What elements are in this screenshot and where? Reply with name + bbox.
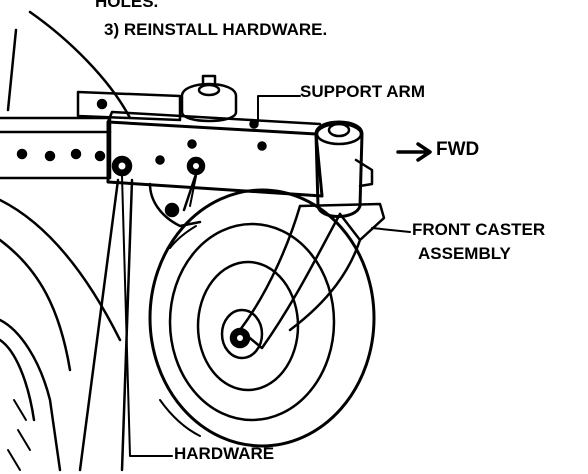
rear-bracket xyxy=(76,90,182,122)
arm-hole-3 xyxy=(155,155,165,165)
tire-tread-2 xyxy=(159,399,201,437)
frame-curve-left xyxy=(6,28,18,112)
label-front-caster-line1: FRONT CASTER xyxy=(412,220,546,239)
pivot-nut xyxy=(327,122,351,138)
wheel-hub xyxy=(220,308,264,360)
arm-hole-4 xyxy=(249,119,259,129)
deck-hatch xyxy=(7,399,31,471)
support-arm-body xyxy=(106,120,324,198)
hardware-bolt-1-center xyxy=(118,162,126,170)
rail-hole-3 xyxy=(70,148,82,160)
knob-stem xyxy=(201,74,217,86)
hardware-bolt-shank xyxy=(182,172,198,212)
label-support-arm: SUPPORT ARM xyxy=(300,82,425,101)
caster-fork-outer xyxy=(238,204,342,350)
leader-front-caster xyxy=(371,227,411,233)
frame-line-vertical xyxy=(78,178,120,472)
arm-hole-1 xyxy=(187,139,197,149)
label-fwd: FWD xyxy=(436,139,480,160)
deck-bracket xyxy=(0,318,62,472)
frame-rail xyxy=(0,116,112,180)
frame-curve-lower xyxy=(0,198,122,342)
pivot-cap xyxy=(315,122,363,146)
arrow-right-icon xyxy=(396,142,432,162)
tire-tread-1 xyxy=(169,225,197,249)
knob-body xyxy=(180,82,238,123)
tire-inner xyxy=(168,222,336,422)
deck-bracket-inner xyxy=(0,338,36,422)
pivot-bracket xyxy=(354,158,374,188)
caster-fork-plate xyxy=(298,202,386,242)
instruction-step-reinstall: 3) REINSTALL HARDWARE. xyxy=(104,20,328,39)
label-hardware: HARDWARE xyxy=(174,444,275,463)
leader-support-arm xyxy=(257,95,301,123)
label-front-caster-line2: ASSEMBLY xyxy=(418,244,511,263)
leader-hardware-1 xyxy=(121,175,173,457)
lower-bracket-bolt xyxy=(164,202,180,218)
rear-bracket-hole xyxy=(96,98,108,110)
knob-top xyxy=(197,83,221,97)
frame-curve-top xyxy=(28,10,132,120)
support-arm-top-edge xyxy=(106,110,322,126)
frame-curve-deck xyxy=(0,238,72,372)
rail-hole-2 xyxy=(44,150,56,162)
leader-hardware-2 xyxy=(189,175,197,207)
instruction-step-holes: HOLES. xyxy=(95,0,159,11)
wheel-rim xyxy=(196,260,300,392)
lower-bracket xyxy=(148,182,202,228)
tire-outer xyxy=(148,188,376,448)
axle-nut-center xyxy=(237,335,243,341)
rail-hole-1 xyxy=(16,148,28,160)
arm-hole-2 xyxy=(257,141,267,151)
rail-hole-4 xyxy=(94,150,106,162)
hardware-bolt-2-center xyxy=(193,163,199,169)
pivot-housing xyxy=(314,120,364,218)
